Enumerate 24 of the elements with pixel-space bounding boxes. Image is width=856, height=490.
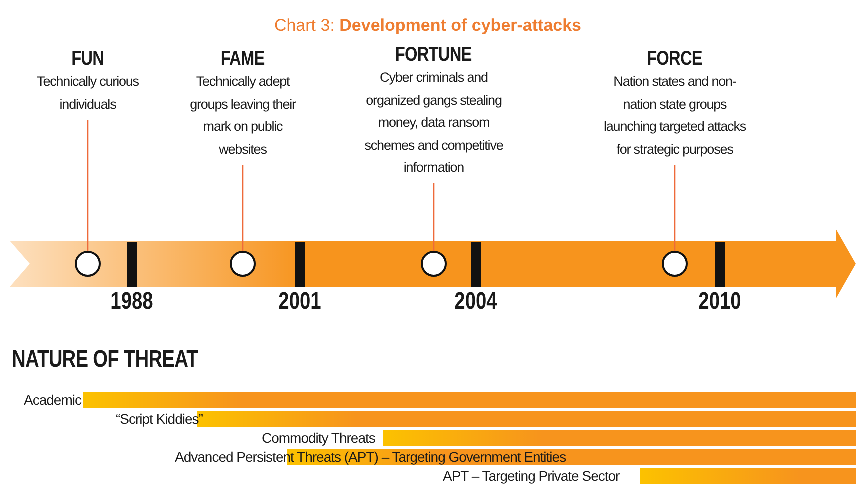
phase-description: Technically curious individuals [36, 73, 140, 114]
leader-line [242, 165, 244, 251]
phase-description: Nation states and non-nation state groups launching targeted attacks for strategic purposes [602, 73, 748, 159]
phase-heading: FAME [221, 48, 265, 71]
threat-label: Commodity Threats [262, 430, 376, 446]
threat-bar [640, 468, 856, 484]
phase-heading: FORCE [647, 48, 703, 71]
year-label: 1988 [110, 288, 154, 316]
leader-line [87, 120, 89, 251]
threat-bar [383, 430, 856, 446]
year-label: 2010 [698, 288, 742, 316]
threat-label: Academic [24, 392, 82, 408]
phase-description: Cyber criminals and organized gangs stealing money, data ransom schemes and competitive information [364, 69, 504, 177]
phase-description: Technically adept groups leaving their mark on public websites [189, 73, 298, 158]
year-label: 2001 [278, 288, 322, 316]
threat-label: APT – Targeting Private Sector [443, 468, 620, 484]
leader-line [433, 184, 435, 251]
year-label: 2004 [454, 288, 498, 316]
leader-line [674, 165, 676, 251]
section-heading: NATURE OF THREAT [12, 346, 198, 374]
chart-title: Chart 3: Development of cyber-attacks [273, 16, 583, 36]
phase-heading: FORTUNE [396, 44, 472, 67]
threat-bar [83, 392, 856, 408]
phase-heading: FUN [72, 48, 104, 71]
